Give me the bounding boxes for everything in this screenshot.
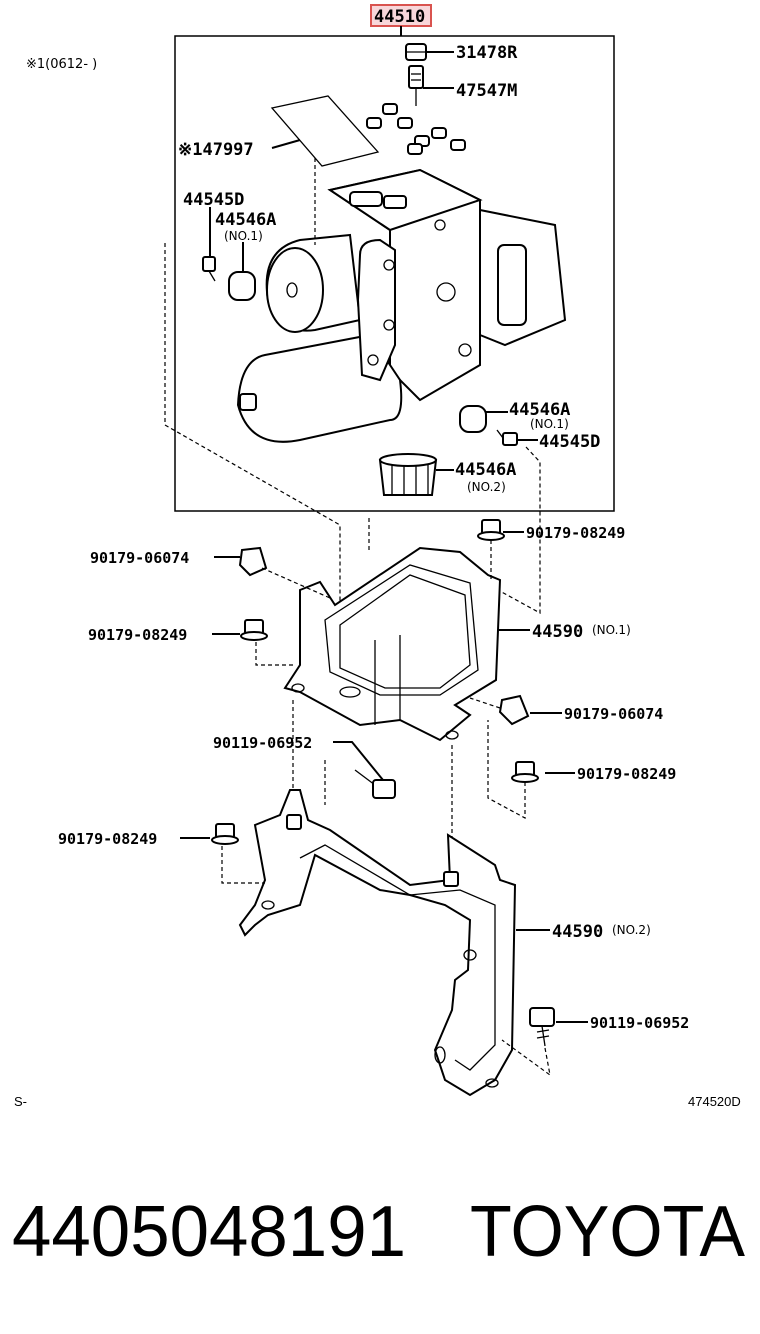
production-date-note: ※1(0612- ) <box>26 57 97 72</box>
label-90179-08249-a[interactable]: 90179-08249 <box>526 524 625 542</box>
label-44546a-no2[interactable]: 44546A <box>455 460 516 480</box>
label-90179-08249-c[interactable]: 90179-08249 <box>577 765 676 783</box>
label-31478r[interactable]: 31478R <box>456 43 518 63</box>
bracket-44590-no2-icon <box>238 789 517 1097</box>
grommet-44546a-no1-top-icon <box>228 271 256 301</box>
label-44546a-top-sub: (NO.1) <box>224 229 263 243</box>
abs-actuator-icon <box>236 168 567 443</box>
label-90179-08249-b[interactable]: 90179-08249 <box>88 626 187 644</box>
label-90179-06074-b[interactable]: 90179-06074 <box>564 705 663 723</box>
bolt-44545d-right-icon <box>496 429 518 446</box>
label-sheet-icon <box>270 95 380 167</box>
label-44590-no1[interactable]: 44590 <box>532 622 583 642</box>
label-44546a-top[interactable]: 44546A <box>215 210 276 230</box>
valve-47547m-icon <box>408 65 424 106</box>
label-44546a-right-sub: (NO.1) <box>530 417 569 431</box>
label-90179-08249-d[interactable]: 90179-08249 <box>58 830 157 848</box>
cap-31478r-icon <box>405 43 427 61</box>
label-47997[interactable]: ※147997 <box>178 140 254 160</box>
port-caps-icon <box>366 103 466 155</box>
bolt-90119-06952-b-icon <box>529 1007 555 1047</box>
nut-90179-08249-d-icon <box>211 823 239 845</box>
label-44590-no2-sub: (NO.2) <box>612 923 651 937</box>
nut-90179-06074-b-icon <box>498 694 530 726</box>
nut-90179-08249-c-icon <box>511 761 539 783</box>
assembly-frame <box>174 35 615 512</box>
part-number-caption: 4405048191 <box>12 1192 406 1272</box>
nut-90179-06074-a-icon <box>238 546 268 577</box>
nut-90179-08249-a-icon <box>477 519 505 541</box>
label-90119-06952-a[interactable]: 90119-06952 <box>213 734 312 752</box>
nut-90179-08249-b-icon <box>240 619 268 641</box>
label-44545d-top[interactable]: 44545D <box>183 190 244 210</box>
label-44590-no1-sub: (NO.1) <box>592 623 631 637</box>
assembly-callout[interactable]: 44510 <box>370 4 432 36</box>
assembly-part-number[interactable]: 44510 <box>374 7 425 27</box>
label-44546a-right[interactable]: 44546A <box>509 400 570 420</box>
label-44545d-right[interactable]: 44545D <box>539 432 600 452</box>
bolt-44545d-top-icon <box>202 256 216 282</box>
label-44590-no2[interactable]: 44590 <box>552 922 603 942</box>
bolt-90119-06952-a-icon <box>354 769 396 799</box>
footer-left-code: S- <box>14 1094 27 1109</box>
footer-right-code: 474520D <box>688 1094 741 1109</box>
label-90119-06952-b[interactable]: 90119-06952 <box>590 1014 689 1032</box>
label-90179-06074-a[interactable]: 90179-06074 <box>90 549 189 567</box>
label-44546a-no2-sub: (NO.2) <box>467 480 506 494</box>
grommet-44546a-no1-right-icon <box>459 405 487 433</box>
label-47547m[interactable]: 47547M <box>456 81 517 101</box>
grommet-44546a-no2-icon <box>378 453 438 496</box>
brand-caption: TOYOTA <box>470 1192 745 1272</box>
bracket-44590-no1-icon <box>283 546 502 742</box>
